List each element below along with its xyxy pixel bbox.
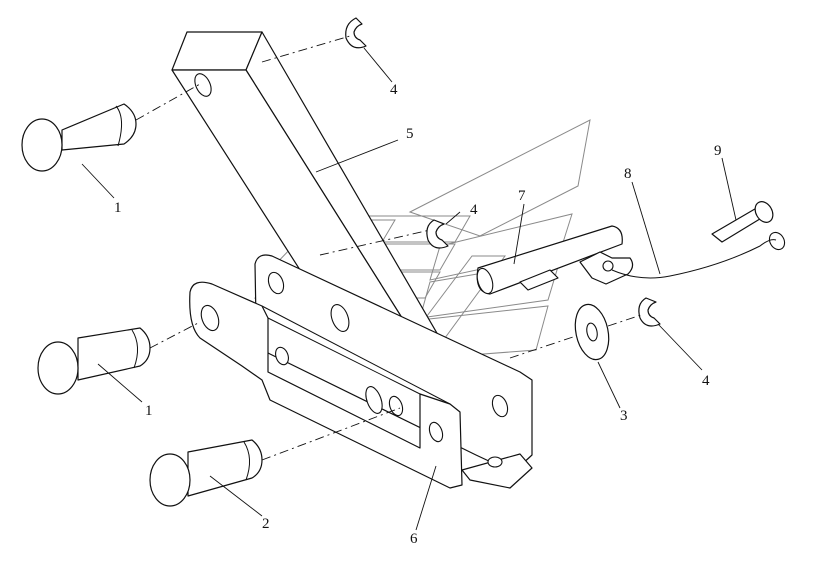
- part-4-retaining-rings: [345, 17, 661, 327]
- callout-5: 5: [406, 126, 414, 142]
- callout-4-top: 4: [390, 82, 398, 98]
- callout-labels: 1 1 2 3 4 4 4 5 6 7 8 9: [114, 82, 722, 547]
- part-2-pin: [149, 439, 263, 507]
- callout-4-right: 4: [702, 373, 710, 389]
- part-9-lynch-pin: [711, 201, 786, 251]
- callout-1-lower: 1: [145, 403, 153, 419]
- callout-6: 6: [410, 531, 418, 547]
- callout-1-upper: 1: [114, 200, 122, 216]
- part-1-pin-upper: [21, 103, 137, 172]
- part-3-washer: [574, 303, 610, 361]
- callout-3: 3: [620, 408, 628, 424]
- part-7-pin-tab: [476, 225, 634, 295]
- assembly-centerlines: [135, 35, 645, 461]
- callout-2: 2: [262, 516, 270, 532]
- callout-4-middle: 4: [470, 202, 478, 218]
- callout-7: 7: [518, 188, 526, 204]
- part-8-lanyard: [611, 239, 777, 279]
- callout-9: 9: [714, 143, 722, 159]
- part-1-pin-lower: [37, 327, 151, 395]
- leader-lines: [81, 47, 737, 531]
- callout-8: 8: [624, 166, 632, 182]
- part-6-bracket: [189, 254, 533, 489]
